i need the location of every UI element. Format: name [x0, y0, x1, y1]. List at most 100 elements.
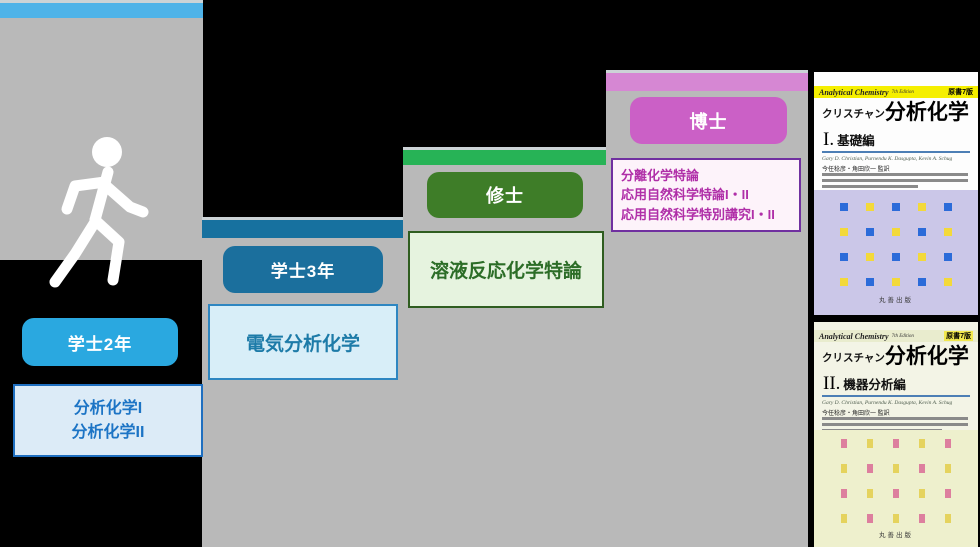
cover-pattern-area: 丸善出版	[814, 430, 978, 547]
pattern-square	[919, 489, 925, 498]
course-box-doctor: 分離化学特論 応用自然科学特論I・II 応用自然科学特別講究I・II	[611, 158, 801, 232]
series-title: Analytical Chemistry	[819, 87, 889, 97]
fine-print-line	[822, 423, 968, 426]
edition-badge: 原書7版	[944, 331, 973, 341]
pattern-square	[945, 489, 951, 498]
series-edition: 7th Edition	[891, 89, 914, 95]
title-underline	[822, 151, 970, 153]
course-name: 分析化学II	[71, 423, 145, 441]
pattern-square	[866, 203, 874, 211]
course-name: 応用自然科学特論I・II	[621, 187, 749, 203]
level-label-doctor: 博士	[630, 97, 787, 144]
pattern-square	[944, 278, 952, 286]
book-series-band: Analytical Chemistry 7th Edition 原書7版	[814, 86, 978, 98]
pattern-square	[867, 439, 873, 448]
course-box-bachelor2: 分析化学I 分析化学II	[13, 384, 203, 457]
pattern-square	[892, 228, 900, 236]
volume-number: I.	[823, 129, 835, 150]
pattern-square	[919, 439, 925, 448]
fine-print-line	[822, 179, 968, 182]
stair-step-edge	[202, 217, 403, 238]
stair-step-edge	[606, 70, 808, 91]
pattern-square	[919, 514, 925, 523]
book-title-katakana: クリスチャン	[822, 352, 885, 364]
course-name: 溶液反応化学特論	[429, 261, 582, 282]
book-authors: Gary D. Christian, Purnendu K. Dasgupta,…	[822, 156, 953, 162]
pattern-square	[944, 203, 952, 211]
level-label-bachelor2: 学士2年	[22, 318, 178, 366]
pattern-square	[840, 228, 848, 236]
course-box-master: 溶液反応化学特論	[408, 231, 604, 308]
stair-step-doctor	[606, 70, 808, 547]
fine-print-line	[822, 173, 968, 176]
pattern-square	[866, 278, 874, 286]
course-box-bachelor3: 電気分析化学	[208, 304, 398, 380]
level-label-bachelor3: 学士3年	[223, 246, 383, 293]
walking-person-icon	[49, 137, 149, 288]
pattern-square	[918, 253, 926, 261]
pattern-square	[867, 489, 873, 498]
book-title-main: 分析化学	[884, 101, 969, 124]
course-name: 分析化学I	[73, 399, 143, 417]
pattern-square	[840, 278, 848, 286]
pattern-square	[944, 228, 952, 236]
pattern-square	[866, 253, 874, 261]
volume-name: 機器分析編	[843, 378, 906, 392]
book-volume: I. 基礎編	[823, 129, 875, 151]
pattern-square	[867, 514, 873, 523]
book-series-band: Analytical Chemistry 7th Edition 原書7版	[814, 330, 978, 342]
fine-print-line	[822, 185, 918, 188]
pattern-square	[919, 464, 925, 473]
publisher-name: 丸善出版	[879, 297, 913, 304]
book-cover-basics-volume: Analytical Chemistry 7th Edition 原書7版 クリ…	[814, 72, 978, 315]
pattern-square	[867, 464, 873, 473]
book-authors: Gary D. Christian, Purnendu K. Dasgupta,…	[822, 400, 953, 406]
edition-badge: 原書7版	[948, 89, 973, 96]
book-translators: 今任稔彦・角田欣一 監訳	[822, 167, 890, 173]
pattern-square	[893, 514, 899, 523]
title-underline	[822, 395, 970, 397]
pattern-grid	[841, 439, 951, 523]
pattern-square	[841, 514, 847, 523]
pattern-square	[945, 514, 951, 523]
book-title: クリスチャン 分析化学	[822, 102, 969, 123]
book-cover-instrumental-volume: Analytical Chemistry 7th Edition 原書7版 クリ…	[814, 322, 978, 547]
book-translators: 今任稔彦・角田欣一 監訳	[822, 411, 890, 417]
cover-pattern-area: 丸善出版	[814, 190, 978, 315]
pattern-square	[866, 228, 874, 236]
pattern-square	[893, 464, 899, 473]
pattern-square	[918, 228, 926, 236]
series-edition: 7th Edition	[891, 333, 914, 339]
pattern-square	[841, 439, 847, 448]
pattern-square	[892, 253, 900, 261]
pattern-square	[841, 464, 847, 473]
pattern-square	[945, 439, 951, 448]
book-title-katakana: クリスチャン	[822, 108, 885, 120]
pattern-square	[944, 253, 952, 261]
pattern-grid	[840, 203, 952, 286]
pattern-square	[841, 489, 847, 498]
volume-name: 基礎編	[837, 134, 875, 148]
pattern-square	[892, 203, 900, 211]
volume-number: II.	[823, 373, 841, 394]
course-name: 電気分析化学	[245, 333, 360, 355]
level-label-master: 修士	[427, 172, 583, 218]
pattern-square	[918, 278, 926, 286]
stair-step-edge	[0, 0, 203, 18]
book-title-main: 分析化学	[884, 345, 969, 368]
fine-print-line	[822, 417, 968, 420]
book-volume: II. 機器分析編	[823, 373, 906, 395]
publisher-name: 丸善出版	[879, 532, 913, 539]
pattern-square	[893, 439, 899, 448]
pattern-square	[840, 203, 848, 211]
course-name: 応用自然科学特別講究I・II	[621, 206, 775, 222]
pattern-square	[892, 278, 900, 286]
series-title: Analytical Chemistry	[819, 331, 889, 341]
pattern-square	[893, 489, 899, 498]
book-title: クリスチャン 分析化学	[822, 346, 969, 367]
pattern-square	[945, 464, 951, 473]
pattern-square	[840, 253, 848, 261]
stair-step-edge	[403, 147, 606, 165]
pattern-square	[918, 203, 926, 211]
